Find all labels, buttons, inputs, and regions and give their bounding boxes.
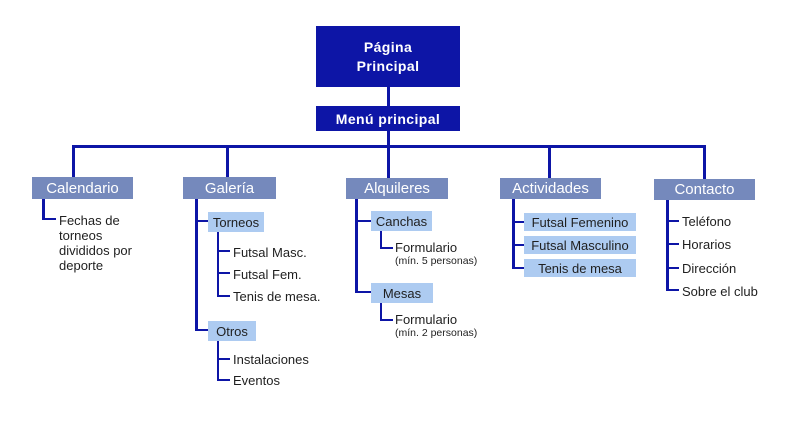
connector [217,295,230,297]
connector [666,289,679,291]
leaf-formulario-mesas-note: (mín. 2 personas) [395,327,478,340]
connector [380,231,382,249]
node-actividades: Actividades [500,178,601,199]
connector [380,303,382,321]
node-alquileres-label: Alquileres [364,180,430,197]
leaf-sobre-el-club: Sobre el club [682,284,758,299]
leaf-formulario-mesas: Formulario (mín. 2 personas) [395,312,478,340]
node-futsal-femenino-label: Futsal Femenino [531,214,629,230]
connector [512,267,525,269]
node-alquileres: Alquileres [346,178,448,199]
connector [195,220,208,222]
node-galeria: Galería [183,177,276,199]
connector [217,379,230,381]
connector [355,199,358,293]
connector [380,319,393,321]
connector [512,244,525,246]
connector [387,87,390,107]
node-canchas: Canchas [371,211,432,231]
connector [380,247,393,249]
leaf-direccion: Dirección [682,261,737,276]
connector [72,145,706,148]
node-calendario: Calendario [32,177,133,199]
leaf-formulario-mesas-label: Formulario [395,312,458,327]
node-torneos-label: Torneos [212,214,260,230]
connector [42,218,56,220]
leaf-futsal-masc: Futsal Masc. [233,245,307,260]
leaf-formulario-canchas-note: (mín. 5 personas) [395,255,478,268]
node-tenis-de-mesa: Tenis de mesa [524,259,636,277]
node-tenis-de-mesa-label: Tenis de mesa [538,260,622,276]
connector [387,147,390,178]
leaf-telefono: Teléfono [682,214,732,229]
node-futsal-masculino: Futsal Masculino [524,236,636,254]
connector [217,272,230,274]
node-torneos: Torneos [208,212,264,232]
node-futsal-femenino: Futsal Femenino [524,213,636,231]
node-otros-label: Otros [216,323,248,339]
connector [217,341,219,381]
node-pagina-principal-label: Página Principal [356,38,420,74]
connector [355,291,371,293]
connector [666,267,679,269]
node-mesas-label: Mesas [382,285,422,301]
connector [217,358,230,360]
node-contacto: Contacto [654,179,755,200]
leaf-instalaciones: Instalaciones [233,352,309,367]
leaf-futsal-fem: Futsal Fem. [233,267,302,282]
node-otros: Otros [208,321,256,341]
node-contacto-label: Contacto [674,181,735,198]
connector [666,220,679,222]
connector [703,147,706,179]
connector [195,199,198,331]
leaf-tenis-de-mesa: Tenis de mesa. [233,289,321,304]
node-menu-principal: Menú principal [316,106,460,131]
leaf-formulario-canchas: Formulario (mín. 5 personas) [395,240,478,268]
node-galeria-label: Galería [204,179,255,197]
connector [666,243,679,245]
leaf-eventos: Eventos [233,373,280,388]
leaf-calendario-note: Fechas de torneos divididos por deporte [59,213,132,273]
node-futsal-masculino-label: Futsal Masculino [531,237,629,253]
node-calendario-label: Calendario [46,179,119,197]
connector [195,329,208,331]
connector [355,220,371,222]
connector [512,199,515,269]
leaf-horarios: Horarios [682,237,732,252]
node-canchas-label: Canchas [375,213,428,229]
connector [42,199,45,220]
connector [217,250,230,252]
node-actividades-label: Actividades [512,180,589,197]
connector [226,147,229,177]
connector [512,221,525,223]
connector [72,147,75,177]
connector [387,131,390,145]
node-menu-principal-label: Menú principal [335,110,441,127]
connector [666,200,669,291]
leaf-formulario-canchas-label: Formulario [395,240,458,255]
node-mesas: Mesas [371,283,433,303]
connector [548,147,551,178]
connector [217,232,219,297]
node-pagina-principal: Página Principal [316,26,460,87]
